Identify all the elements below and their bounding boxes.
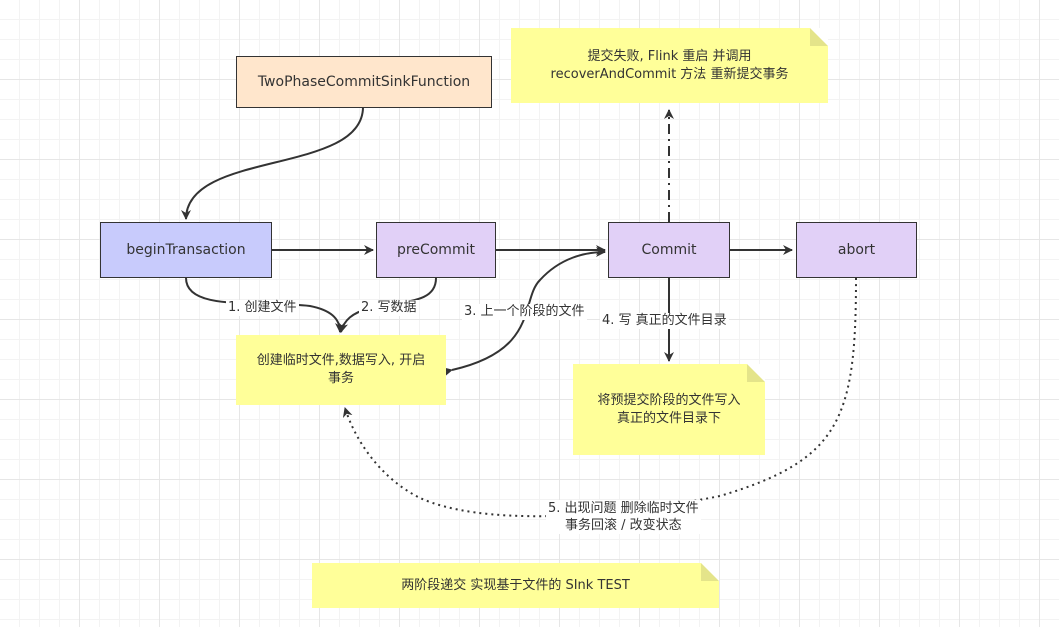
node-pre-commit[interactable]: preCommit (376, 222, 496, 278)
edge-label-rollback: 5. 出现问题 删除临时文件 事务回滚 / 改变状态 (546, 500, 701, 534)
node-begin-transaction[interactable]: beginTransaction (100, 222, 272, 278)
note-commit-failure[interactable]: 提交失败, Flink 重启 并调用 recoverAndCommit 方法 重… (511, 28, 828, 103)
edge-sink-to-begin (181, 106, 364, 220)
node-label: preCommit (397, 242, 475, 258)
node-abort[interactable]: abort (796, 222, 917, 278)
edge-label-write-real-dir: 4. 写 真正的文件目录 (600, 313, 729, 329)
node-two-phase-commit-sink-function[interactable]: TwoPhaseCommitSinkFunction (236, 56, 492, 108)
note-write-real-dir[interactable]: 将预提交阶段的文件写入 真正的文件目录下 (573, 364, 765, 455)
edge-label-write-data: 2. 写数据 (359, 300, 419, 316)
note-fold-corner (810, 28, 828, 46)
note-text: 创建临时文件,数据写入, 开启 事务 (256, 353, 426, 386)
note-text: 将预提交阶段的文件写入 真正的文件目录下 (597, 392, 741, 426)
edge-label-create-file: 1. 创建文件 (226, 300, 299, 316)
node-label: TwoPhaseCommitSinkFunction (257, 74, 471, 90)
note-temp-file[interactable]: 创建临时文件,数据写入, 开启 事务 (236, 335, 446, 405)
edge-rollback (342, 277, 857, 518)
edge-label-prev-stage-file: 3. 上一个阶段的文件 (462, 304, 587, 320)
node-commit[interactable]: Commit (608, 222, 730, 278)
node-label: beginTransaction (126, 242, 246, 258)
note-fold-corner (701, 563, 719, 581)
node-label: abort (837, 242, 876, 258)
note-title[interactable]: 两阶段递交 实现基于文件的 SInk TEST (312, 563, 719, 608)
note-fold-corner (747, 364, 765, 382)
edge-prev-stage-file (442, 247, 606, 377)
note-text: 提交失败, Flink 重启 并调用 recoverAndCommit 方法 重… (550, 48, 789, 82)
node-label: Commit (641, 242, 697, 258)
note-text: 两阶段递交 实现基于文件的 SInk TEST (401, 577, 630, 593)
